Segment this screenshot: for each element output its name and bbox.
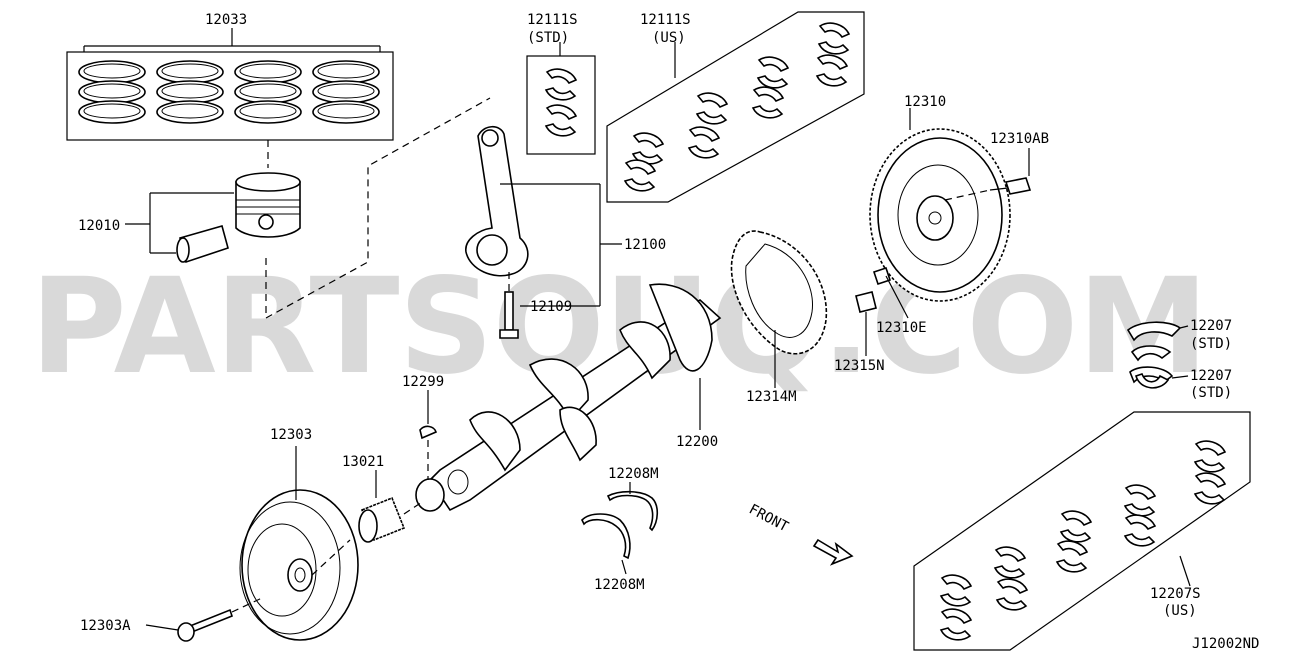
callout-12303[interactable]: 12303 [270,427,312,443]
flywheel[interactable] [869,108,1011,302]
piston[interactable] [125,172,301,264]
callout-12303a[interactable]: 12303A [80,618,131,634]
rod-bolt[interactable] [499,272,519,339]
callout-12111s-us-spec: (US) [652,30,686,46]
callout-12207s-us[interactable]: 12207S [1150,586,1201,602]
callout-12207-2[interactable]: 12207 [1190,368,1232,384]
main-bearing-us[interactable] [913,411,1251,651]
main-bearing-std[interactable] [1126,321,1189,389]
callout-12310[interactable]: 12310 [904,94,946,110]
callout-12109[interactable]: 12109 [530,299,572,315]
thrust-washer[interactable] [581,482,659,575]
crankshaft[interactable] [415,283,722,512]
crank-pulley[interactable] [239,446,359,641]
callout-12207-1[interactable]: 12207 [1190,318,1232,334]
flywheel-bolt[interactable] [944,148,1032,201]
callout-12111s-std-spec: (STD) [527,30,569,46]
flywheel-bolt-2[interactable] [855,291,877,356]
callout-12200[interactable]: 12200 [676,434,718,450]
dowel-pin[interactable] [872,266,909,319]
callout-12314m[interactable]: 12314M [746,389,797,405]
conrod-bearing-us[interactable] [606,11,865,203]
signal-plate[interactable] [730,230,828,388]
callout-12310ab[interactable]: 12310AB [990,131,1049,147]
callout-12033[interactable]: 12033 [205,12,247,28]
callout-12111s-std[interactable]: 12111S [527,12,578,28]
callout-12010[interactable]: 12010 [78,218,120,234]
front-arrow: FRONT [746,501,854,566]
callout-12207-2-spec: (STD) [1190,385,1232,401]
callout-12208m-bottom[interactable]: 12208M [594,577,645,593]
callout-12100[interactable]: 12100 [624,237,666,253]
piston-ring-set[interactable] [66,28,394,168]
connecting-rod[interactable] [465,125,622,307]
callout-12208m-top[interactable]: 12208M [608,466,659,482]
callout-12299[interactable]: 12299 [402,374,444,390]
callout-13021[interactable]: 13021 [342,454,384,470]
callout-12207s-us-spec: (US) [1163,603,1197,619]
callout-12207-1-spec: (STD) [1190,336,1232,352]
front-label: FRONT [746,501,791,535]
diagram-code: J12002ND [1192,636,1259,652]
callout-12310e[interactable]: 12310E [876,320,927,336]
conrod-bearing-std[interactable] [526,42,596,155]
woodruff-key[interactable] [419,390,437,480]
crank-sprocket[interactable] [358,470,423,543]
callout-12111s-us[interactable]: 12111S [640,12,691,28]
pulley-bolt[interactable] [145,597,263,642]
callout-12315n[interactable]: 12315N [834,358,885,374]
